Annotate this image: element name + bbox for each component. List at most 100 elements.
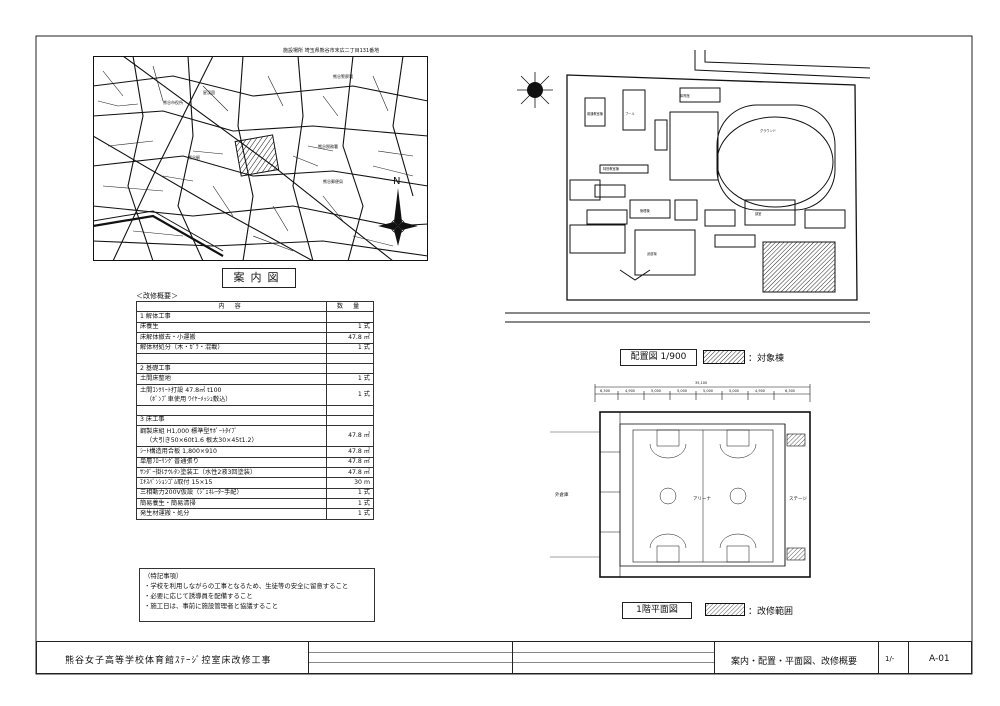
item-qty: 30 m <box>326 477 374 489</box>
drawing-title: 案内・配置・平面図、改修概要 <box>731 657 858 667</box>
table-row: 三相動力200V仮設（ｼﾞｪﾈﾚｰﾀｰ手配）1 式 <box>136 487 374 500</box>
site-building-label: 武道場 <box>647 251 657 256</box>
item-qty: 1 式 <box>326 487 374 500</box>
item-text: 単層ﾌﾛｰﾘﾝｸﾞ普通張り <box>136 456 327 468</box>
item-qty: 1 式 <box>326 498 374 510</box>
floor-dim: 6,300 <box>600 389 610 393</box>
renovation-area <box>786 547 806 561</box>
map-place: 熊谷警察署 <box>333 73 353 79</box>
site-building-label: 体育館 <box>680 93 690 98</box>
item-text: 発生材運搬・処分 <box>136 508 327 520</box>
item-qty: 1 式 <box>326 342 374 354</box>
floor-dim: 5,000 <box>703 389 713 393</box>
section-title: 1 解体工事 <box>136 311 327 323</box>
sheet-no: A-01 <box>929 654 950 664</box>
item-text: ｼｰﾄ構造用合板 1,800×910 <box>136 446 327 458</box>
drawing-title-cell: 案内・配置・平面図、改修概要 <box>715 642 879 673</box>
site-field-label: グラウンド <box>760 128 776 133</box>
table-header-row: 内 容 数 量 <box>136 300 374 313</box>
item-text: 解体材処分（木・ｶﾞﾗ・混載） <box>136 342 327 354</box>
map-place: 熊谷郵便局 <box>323 178 343 184</box>
section-row: 3 床工事 <box>136 414 374 427</box>
item-text: ｻﾝﾀﾞｰ掛けｳﾚﾀﾝ塗装工（水性2液3回塗装） <box>136 466 327 479</box>
site-compass-icon <box>517 72 553 108</box>
approval-cell-2 <box>513 642 715 673</box>
map-place: 熊谷駅 <box>188 154 200 160</box>
side-room-label: 外倉庫 <box>555 491 569 498</box>
table-row: 土間ｺﾝｸﾘｰﾄ打設 47.8㎡ t100（ﾎﾟﾝﾌﾟ車使用 ﾜｲﾔｰﾒｯｼｭ敷… <box>136 383 374 406</box>
item-qty: 1 式 <box>326 373 374 385</box>
item-text: 簡易養生・簡易清掃 <box>136 498 327 510</box>
section-row: 2 基礎工事 <box>136 362 374 375</box>
guide-map: 熊谷市役所 熊谷駅 星渓園 熊谷税務署 熊谷郵便局 熊谷警察署 N <box>93 56 428 261</box>
floor-dim: 5,000 <box>651 389 661 393</box>
special-notes: （特記事項） ・学校を利用しながらの工事となるため、生徒等の安全に留意すること … <box>139 568 375 622</box>
floor-legend-text: ：改修範囲 <box>748 607 794 617</box>
item-qty: 47.8 ㎡ <box>326 332 374 344</box>
spacer-row <box>136 404 374 416</box>
map-place: 熊谷市役所 <box>163 99 183 105</box>
floor-dim: 5,000 <box>677 389 687 393</box>
guide-map-caption: 施設場所 埼玉県熊谷市末広二丁目131番地 <box>283 48 380 54</box>
item-qty: 47.8 ㎡ <box>326 446 374 458</box>
site-building-label: 普通教室棟 <box>587 111 604 116</box>
floor-legend-swatch <box>705 603 745 616</box>
floor-plan: 35,100 6,300 4,900 5,000 5,000 5,000 5,0… <box>550 381 811 578</box>
scale-cell: 1/- <box>879 642 909 673</box>
section-row: 1 解体工事 <box>136 311 374 323</box>
site-building-label: 特別教室棟 <box>603 166 620 171</box>
col-content-header: 内 容 <box>136 300 327 313</box>
item-text: 床養生 <box>136 321 327 334</box>
item-text: 鋼製床組 H1,000 標準型ｻﾎﾟｰﾄﾀｲﾌﾟ <box>140 428 238 436</box>
target-building <box>762 241 836 293</box>
floor-dim: 4,900 <box>625 389 635 393</box>
guide-map-label: 案内図 <box>222 268 296 288</box>
arena-label: アリーナ <box>693 496 711 502</box>
item-text-sub: （ﾎﾟﾝﾌﾟ車使用 ﾜｲﾔｰﾒｯｼｭ敷込） <box>146 395 232 403</box>
floor-dim: 4,900 <box>755 389 765 393</box>
floor-plan-label: 1階平面図 <box>622 602 692 619</box>
floor-dim: 6,300 <box>785 389 795 393</box>
table-row: ｻﾝﾀﾞｰ掛けｳﾚﾀﾝ塗装工（水性2液3回塗装）47.8 ㎡ <box>136 466 374 479</box>
item-qty: 1 式 <box>326 321 374 334</box>
stage-label: ステージ <box>789 496 807 502</box>
approval-cell-1 <box>309 642 513 673</box>
map-place: 星渓園 <box>203 89 215 95</box>
works-heading: ＜改修概要＞ <box>136 292 178 300</box>
item-text-sub: （大引き50×60t1.6 根太30×45t1.2） <box>146 437 258 445</box>
floor-overall-dim: 35,100 <box>695 381 707 385</box>
site-building-label: 部室 <box>755 211 761 216</box>
col-qty-header: 数 量 <box>326 300 374 313</box>
section-title: 2 基礎工事 <box>136 362 327 375</box>
item-qty: 1 式 <box>326 383 374 406</box>
title-block: 熊谷女子高等学校体育館ｽﾃｰｼﾞ控室床改修工事 案内・配置・平面図、改修概要 1… <box>36 641 972 674</box>
site-legend-text: ：対象棟 <box>748 354 785 364</box>
item-qty: 1 式 <box>326 508 374 520</box>
notes-title: （特記事項） <box>144 572 183 580</box>
notes-line: ・必要に応じて誘導員を配備すること <box>144 592 253 600</box>
item-text: ｴｷｽﾊﾟﾝｼｮﾝｺﾞﾑ取付 15×15 <box>136 477 327 489</box>
spacer-row <box>136 352 374 364</box>
table-row: 鋼製床組 H1,000 標準型ｻﾎﾟｰﾄﾀｲﾌﾟ（大引き50×60t1.6 根太… <box>136 425 374 448</box>
item-qty: 47.8 ㎡ <box>326 456 374 468</box>
item-text: 土間床整地 <box>136 373 327 385</box>
notes-line: ・施工日は、事前に施設管理者と協議すること <box>144 602 279 610</box>
site-building-label: プール <box>625 111 635 116</box>
site-plan-label: 配置図 1/900 <box>620 349 697 366</box>
project-name: 熊谷女子高等学校体育館ｽﾃｰｼﾞ控室床改修工事 <box>65 656 272 666</box>
notes-line: ・学校を利用しながらの工事となるため、生徒等の安全に留意すること <box>144 582 349 590</box>
site-legend-swatch <box>703 350 745 364</box>
item-qty: 47.8 ㎡ <box>326 425 374 448</box>
section-title: 3 床工事 <box>136 414 327 427</box>
table-row: 解体材処分（木・ｶﾞﾗ・混載）1 式 <box>136 342 374 354</box>
